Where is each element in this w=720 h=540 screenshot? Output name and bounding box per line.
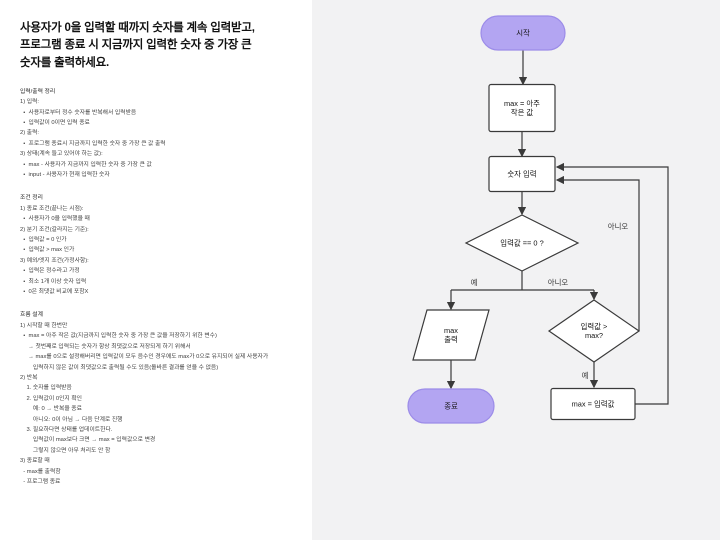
notes-line: 3. 필요하다면 상태를 업데이트한다. — [20, 426, 113, 433]
notes-line: • 입력은 정수라고 가정 — [20, 268, 80, 275]
problem-title-line: 숫자를 출력하세요. — [20, 56, 110, 69]
notes-line: 1. 숫자를 입력받음 — [20, 385, 72, 392]
io-shape — [412, 309, 490, 361]
node-input-number[interactable]: 숫자 입력 — [488, 155, 556, 193]
section-heading: 조건 정리 — [20, 195, 43, 202]
process-shape — [550, 387, 636, 421]
notes-line: 아니오: 0이 아님 → 다음 단계로 진행 — [20, 416, 123, 423]
notes-section: 흐름 설계 1) 시작할 때 한번만 • max = 아주 작은 값(지금까지 입… — [20, 310, 300, 487]
terminal-shape — [407, 388, 495, 424]
notes-line: • max - 사용자가 지금까지 입력한 숫자 중 가장 큰 값 — [20, 161, 152, 168]
node-label: 시작 — [516, 29, 530, 38]
notes-line: • 입력값 > max 인가 — [20, 247, 75, 254]
edge-label: 아니오 — [548, 278, 569, 287]
node-label: 입력값 >max? — [581, 322, 608, 340]
node-label: 입력값 == 0 ? — [500, 239, 543, 248]
edge-label: 아니오 — [608, 222, 629, 231]
problem-title-line: 사용자가 0을 입력할 때까지 숫자를 계속 입력받고, — [20, 22, 255, 34]
notes-line: - 프로그램 종료 — [20, 478, 61, 485]
notes-line: 1) 입력: — [20, 99, 40, 106]
notes-line: → max를 0으로 설정해버리면 입력값이 모두 음수인 경우에도 max가 … — [20, 354, 269, 361]
section-heading: 흐름 설계 — [20, 312, 43, 319]
section-heading: 입력/출력 정리 — [20, 88, 56, 95]
node-label: 종료 — [444, 402, 458, 411]
notes-section: 조건 정리 1) 종료 조건(끝나는 시점): • 사용자가 0을 입력했을 때 2… — [20, 193, 300, 297]
node-check-max[interactable]: 입력값 >max? — [547, 299, 641, 363]
notes-line: • 프로그램 종료시 지금까지 입력한 숫자 중 가장 큰 값 출력 — [20, 140, 166, 147]
notes-line: 예: 0 → 반복을 종료 — [20, 406, 82, 413]
notes-line: 입력하지 않은 값이 최댓값으로 출력될 수도 있음(올바른 결과를 얻을 수 … — [20, 364, 219, 371]
notes-line: • input - 사용자가 현재 입력한 숫자 — [20, 172, 110, 178]
notes-line: 2) 분기 조건(갈라지는 기준): — [20, 226, 89, 233]
notes-line: • 0은 최댓값 비교에 포함X — [20, 289, 89, 296]
notes-line: 2) 출력: — [20, 130, 40, 137]
notes-line: 2. 입력값이 0인지 확인 — [20, 395, 83, 402]
node-label: 숫자 입력 — [507, 170, 536, 179]
flow-edge — [555, 175, 640, 331]
notes-line: • max = 아주 작은 값(지금까지 입력한 숫자 중 가장 큰 값을 저장… — [20, 333, 217, 340]
notes-line: 3) 상태(계속 들고 있어야 하는 값): — [20, 151, 103, 158]
edge-label: 예 — [582, 371, 589, 380]
notes-line: • 사용자로부터 정수 숫자를 반복해서 입력받음 — [20, 109, 137, 116]
notes-line: 3) 종료할 때 — [20, 458, 50, 465]
notes-line: 2) 반복 — [20, 374, 38, 381]
notes-line: • 사용자가 0을 입력했을 때 — [20, 216, 90, 223]
notes-line: • 최소 1개 이상 숫자 입력 — [20, 278, 87, 285]
notes-line: 1) 종료 조건(끝나는 시점): — [20, 205, 84, 212]
notes-line: • 입력값 = 0 인가 — [20, 237, 67, 244]
edge-label: 예 — [471, 278, 478, 287]
notes-line: - max를 출력함 — [20, 468, 61, 475]
notes-line: 3) 예외/엣지 조건(가정사항): — [20, 257, 89, 264]
problem-title: 사용자가 0을 입력할 때까지 숫자를 계속 입력받고, 프로그램 종료 시 지… — [20, 20, 300, 72]
node-update-max[interactable]: max = 입력값 — [550, 387, 636, 421]
node-end[interactable]: 종료 — [407, 388, 495, 424]
notes-line: 1) 시작할 때 한번만 — [20, 322, 68, 329]
notes-line: • 입력값이 0이면 입력 종료 — [20, 119, 90, 126]
notes-line: 입력값이 max보다 크면 → max = 입력값으로 변경 — [20, 437, 156, 444]
terminal-shape — [480, 15, 566, 51]
node-label: max = 입력값 — [572, 400, 615, 409]
notes-section: 입력/출력 정리 1) 입력: • 사용자로부터 정수 숫자를 반복해서 입력받음… — [20, 87, 300, 181]
node-check-zero[interactable]: 입력값 == 0 ? — [464, 214, 580, 272]
flow-edge — [555, 162, 669, 405]
notes-line: 그렇지 않으면 아무 처리도 안 함 — [20, 447, 111, 454]
notes-panel: 사용자가 0을 입력할 때까지 숫자를 계속 입력받고, 프로그램 종료 시 지… — [0, 0, 312, 540]
decision-shape — [464, 214, 580, 272]
decision-shape — [547, 299, 641, 363]
problem-title-line: 프로그램 종료 시 지금까지 입력한 숫자 중 가장 큰 — [20, 39, 252, 52]
notes-sections: 입력/출력 정리 1) 입력: • 사용자로부터 정수 숫자를 반복해서 입력받음… — [20, 87, 300, 488]
process-shape — [488, 83, 556, 133]
notes-line: → 첫번째로 입력되는 숫자가 항상 최댓값으로 저장되게 하기 위해서 — [20, 343, 191, 350]
process-shape — [488, 155, 556, 193]
node-start[interactable]: 시작 — [480, 15, 566, 51]
